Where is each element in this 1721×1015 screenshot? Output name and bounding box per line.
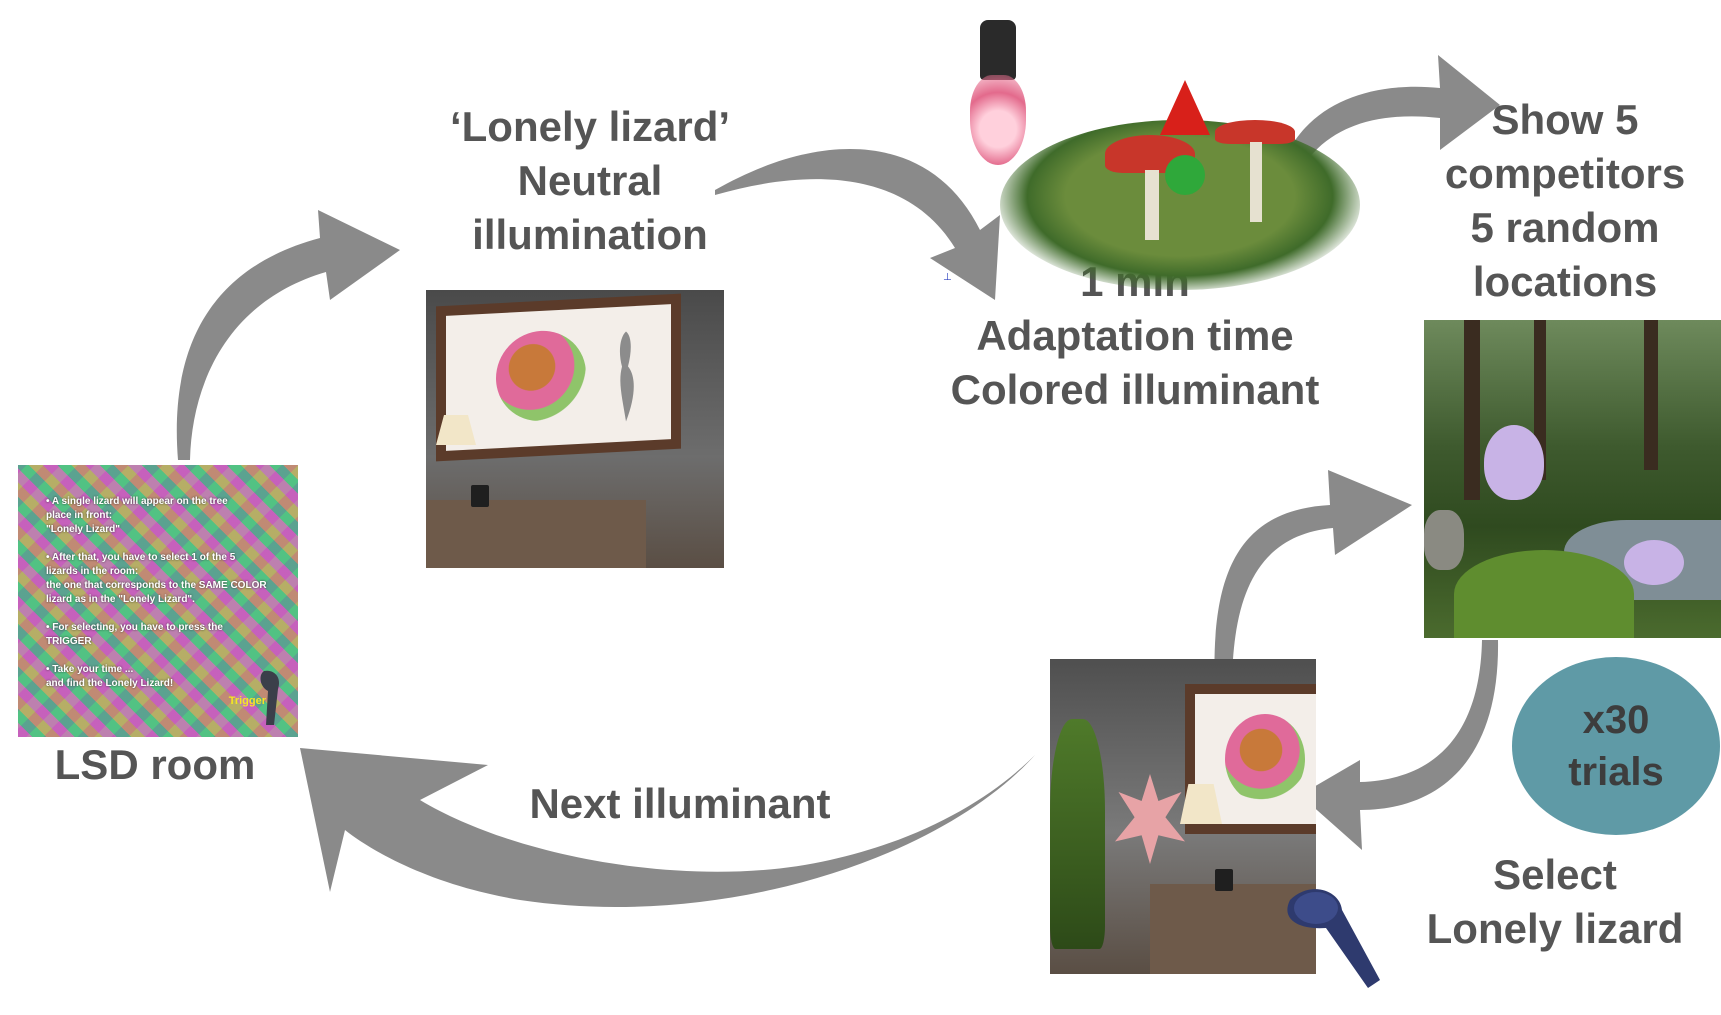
controller-icon <box>260 670 280 725</box>
label-select: Select Lonely lizard <box>1426 851 1684 952</box>
butterfly-art <box>1225 714 1305 804</box>
competitor-lizard-1 <box>1484 425 1544 500</box>
plant <box>1050 719 1105 949</box>
arrow-lsd-to-lonely <box>176 210 400 460</box>
trials-badge: x30 trials <box>1512 657 1720 835</box>
lamp <box>1180 784 1222 824</box>
arrow-select-to-show <box>1214 470 1412 690</box>
trigger-label: Trigger <box>228 695 266 707</box>
mug <box>1215 869 1233 891</box>
butterfly-art <box>496 328 586 424</box>
forest-scene-image <box>1424 320 1721 638</box>
label-next-illuminant: Next illuminant <box>529 780 831 827</box>
label-show-competitors: Show 5 competitors 5 random locations <box>1444 96 1686 305</box>
label-lsd-room: LSD room <box>54 741 256 788</box>
neutral-room-image <box>426 290 724 568</box>
mushroom-cap-right <box>1215 120 1295 144</box>
vr-controller-icon <box>1287 889 1380 988</box>
adaptation-scene <box>960 20 1380 295</box>
rock <box>1424 510 1464 570</box>
tree-trunk <box>1464 320 1480 500</box>
grass <box>1454 550 1634 638</box>
lsd-instructions: • A single lizard will appear on the tre… <box>46 496 267 689</box>
light-bulb-icon <box>970 20 1026 170</box>
mushroom-stem <box>1145 170 1159 240</box>
lizard-icon <box>619 331 634 422</box>
dresser <box>426 500 646 568</box>
lsd-room-screen: • A single lizard will appear on the tre… <box>18 465 298 737</box>
arrow-adaptation-to-show <box>1275 55 1500 195</box>
arrow-lonely-to-adaptation <box>715 149 1000 300</box>
gnome-hat <box>1160 80 1210 135</box>
pink-lizard-target <box>1115 774 1185 864</box>
gnome-body <box>1165 155 1205 195</box>
mushroom-stem-2 <box>1250 142 1262 222</box>
label-lonely-lizard: ‘Lonely lizard’ Neutral illumination <box>449 103 731 258</box>
dresser <box>1150 884 1316 974</box>
painting-frame <box>436 293 681 462</box>
painting-canvas <box>446 304 671 451</box>
arrow-select-to-lsd <box>300 748 1035 907</box>
competitor-lizard-2 <box>1624 540 1684 585</box>
axis-gizmo-icon: ⊥ <box>943 272 952 283</box>
tree-trunk <box>1644 320 1658 470</box>
arrow-show-to-select <box>1300 640 1499 850</box>
select-room-image <box>1050 659 1316 974</box>
mug <box>471 485 489 507</box>
